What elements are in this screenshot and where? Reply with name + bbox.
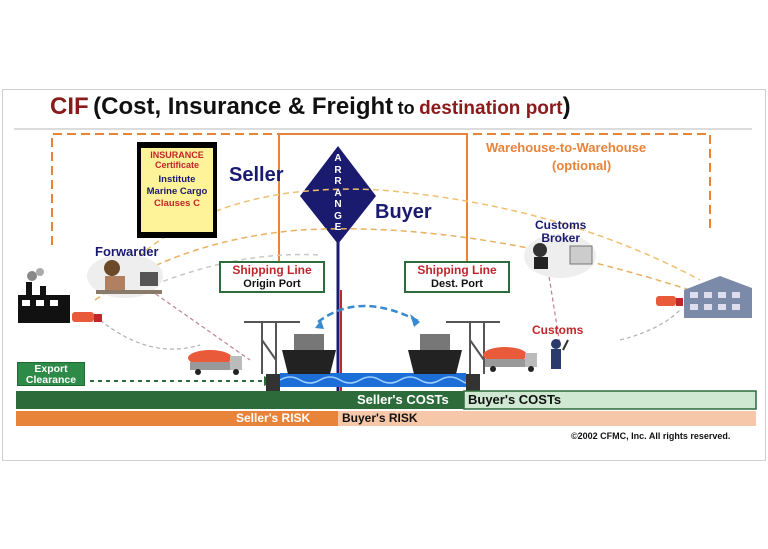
customs-officer-icon (551, 339, 569, 369)
dest-ship-icon (408, 334, 462, 374)
optional-label: (optional) (552, 158, 612, 173)
curve-yellow (109, 188, 701, 286)
customs-broker-label: Customs Broker (535, 218, 587, 245)
dest-crane-icon (446, 321, 500, 374)
insurance-certificate: INSURANCE Certificate Institute Marine C… (137, 142, 217, 238)
dest-truck-icon (483, 347, 537, 372)
small-truck-icon-1 (72, 312, 102, 322)
seller-costs-bar (16, 391, 464, 409)
dest-box-sub: Dest. Port (431, 278, 483, 290)
seller-risk-label: Seller's RISK (236, 411, 311, 425)
origin-ship-icon (282, 334, 336, 374)
buyer-label: Buyer (375, 201, 432, 223)
cert-clauses: Clauses C (154, 198, 200, 209)
seller-risk-bar (16, 411, 338, 426)
arrange-bracket (278, 133, 468, 276)
forwarder-label: Forwarder (95, 244, 159, 259)
broker-line (547, 269, 561, 346)
cert-title: INSURANCE Certificate (150, 150, 204, 170)
factory-icon (18, 268, 70, 323)
buyer-costs-bar (463, 390, 757, 410)
copyright: ©2002 CFMC, Inc. All rights reserved. (571, 431, 731, 441)
dest-box-title: Shipping Line (417, 263, 497, 277)
title-main: (Cost, Insurance & Freight (93, 93, 394, 120)
title-destination: destination port (419, 98, 563, 119)
origin-box-sub: Origin Port (243, 278, 301, 290)
origin-truck-icon (188, 350, 242, 375)
small-truck-icon-2 (656, 296, 683, 306)
ship-arrow (317, 304, 421, 324)
truck-path-1 (99, 319, 201, 350)
title-to: to (397, 98, 415, 118)
warehouse-label: Warehouse-to-Warehouse (486, 140, 647, 155)
forwarder-icon (87, 254, 163, 298)
origin-crane-icon (244, 321, 300, 374)
customs-label: Customs (532, 323, 584, 337)
seller-label: Seller (229, 164, 284, 186)
page-title: CIF (Cost, Insurance & Freight to destin… (50, 93, 571, 121)
customs-broker-icon (524, 234, 596, 278)
dest-port-box: Shipping Line Dest. Port (404, 261, 510, 293)
seller-costs-label: Seller's COSTs (357, 392, 449, 407)
export-clearance-badge: Export Clearance (17, 362, 85, 386)
arrange-label: A R R A N G E (334, 153, 342, 233)
buyer-risk-label: Buyer's RISK (342, 411, 418, 425)
forwarder-line (149, 289, 251, 361)
curve-orange (94, 228, 691, 301)
arrange-diamond (300, 146, 376, 244)
buyer-costs-label: Buyer's COSTs (468, 392, 562, 407)
buyer-risk-bar (338, 411, 756, 426)
truck-path-2 (619, 309, 681, 341)
cert-body: Institute Marine Cargo (146, 174, 208, 197)
origin-box-title: Shipping Line (232, 263, 312, 277)
water (280, 373, 466, 387)
title-close: ) (562, 93, 571, 120)
warehouse-icon (684, 276, 752, 318)
title-cif: CIF (50, 93, 89, 120)
origin-port-box: Shipping Line Origin Port (219, 261, 325, 293)
